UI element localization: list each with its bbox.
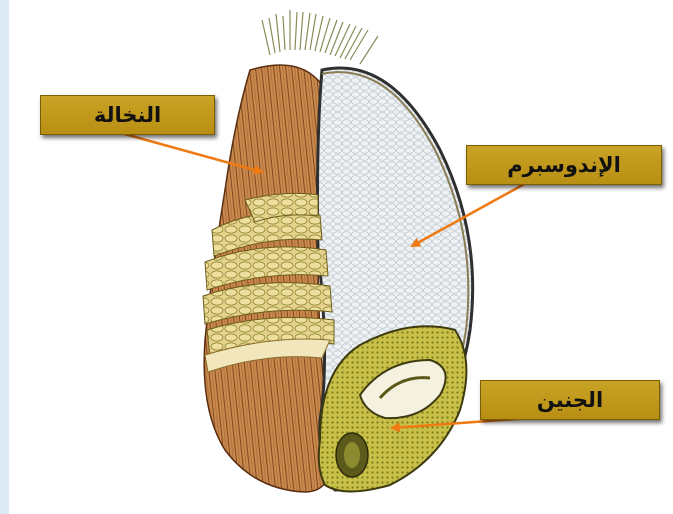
brush-hairs bbox=[262, 10, 378, 64]
endosperm-label: الإندوسبرم bbox=[466, 145, 662, 185]
germ-label: الجنين bbox=[480, 380, 660, 420]
bran-label: النخالة bbox=[40, 95, 215, 135]
